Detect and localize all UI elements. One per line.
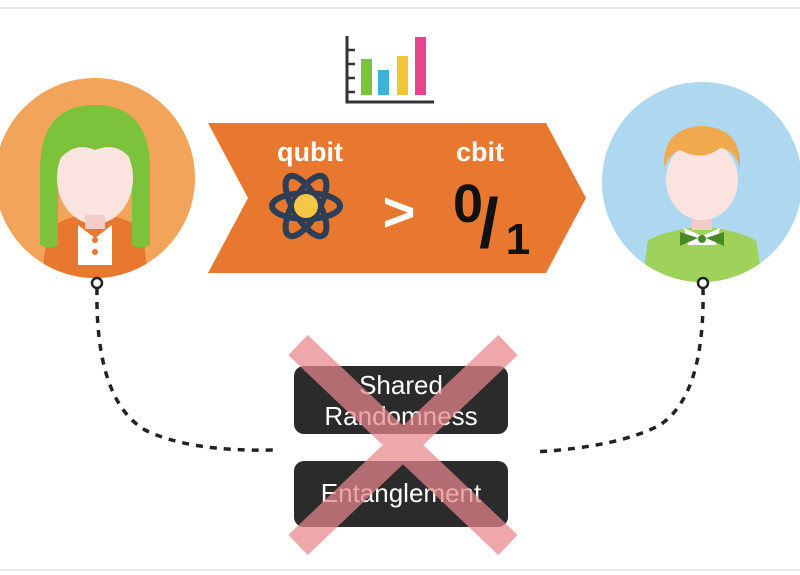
greater-than-symbol: > [383,180,416,243]
cbit-slash: / [479,184,498,262]
cbit-zero: 0 [453,174,483,234]
bar-chart-icon [345,36,434,104]
qubit-label: qubit [277,137,343,167]
x-cross-icon [288,334,518,556]
man-avatar-icon [602,82,800,282]
transmission-arrow [208,123,586,273]
cbit-symbol: 0 / 1 [453,174,530,264]
atom-icon [269,172,343,240]
connection-lines [90,276,710,454]
woman-avatar-icon [0,78,195,278]
shared-randomness-line1: Shared [359,370,443,400]
receiver-dashed-line [534,287,705,454]
sender-dashed-line [95,287,276,452]
cbit-label: cbit [456,137,504,167]
cbit-one: 1 [506,215,530,264]
